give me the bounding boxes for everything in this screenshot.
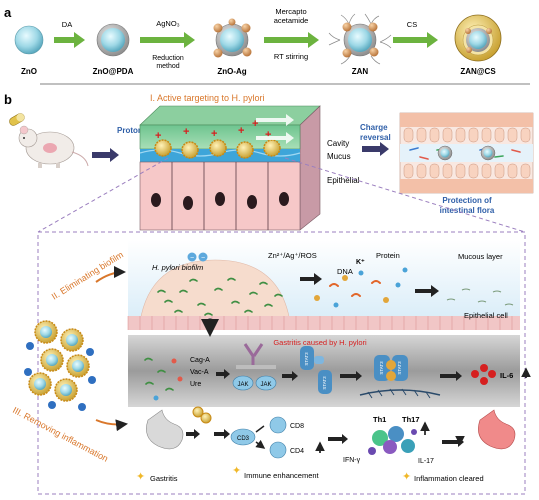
step-2-reagent: AgNO₃ (156, 19, 179, 28)
step-1-reagent: DA (62, 20, 72, 29)
svg-text:−: − (201, 255, 205, 262)
label-protein: Protein (376, 251, 400, 260)
stomach-tissue-block: + + + + + + (139, 105, 321, 231)
label-cd3: CD3 (237, 436, 250, 442)
label-immune-enhancement: Immune enhancement (244, 471, 320, 480)
sparkle-icon-gastritis: ✦ (136, 471, 145, 483)
label-th1: Th1 (373, 415, 386, 424)
stage-label-zno: ZnO (21, 67, 37, 76)
arrow-to-inflammation (95, 419, 128, 432)
stomach-healed (478, 409, 516, 450)
inflammation-scene (146, 406, 516, 459)
mouse-illustration (9, 113, 89, 168)
sparkle-icon-immune: ✦ (232, 465, 241, 477)
label-mucous-layer: Mucous layer (458, 252, 503, 261)
label-stat3-c: STAT3 (379, 361, 384, 375)
label-gastritis: Gastritis (150, 474, 178, 483)
svg-text:−: − (190, 255, 194, 262)
label-mucus: Mucus (327, 152, 351, 161)
stat3-group-1 (300, 346, 332, 394)
stage-zan-cs: ZAN@CS (454, 14, 502, 76)
step-4-reagent: CS (407, 20, 417, 29)
label-cd4: CD4 (290, 448, 304, 455)
stomach-inflamed (146, 409, 184, 450)
title-eliminating-biofilm: II. Eliminating biofilm (50, 249, 125, 301)
label-cd8: CD8 (290, 423, 304, 430)
biofilm-dome (139, 259, 291, 323)
svg-text:+: + (183, 126, 189, 138)
label-inflammation-cleared: Inflammation cleared (414, 474, 484, 483)
zoom-outline (37, 157, 526, 495)
label-stat3-a: STAT3 (304, 352, 309, 366)
panel-a: a ZnO ZnO@PDA ZnO-Ag (4, 5, 530, 85)
label-stat3-b: STAT3 (322, 376, 327, 390)
stage-zno-pda: ZnO@PDA (93, 23, 134, 76)
label-ifn: IFN-γ (343, 457, 361, 464)
biofilm-scene: − − (127, 240, 520, 330)
cd4-cell (269, 441, 287, 459)
intestine-box (399, 112, 534, 194)
cd3-cell (230, 428, 256, 446)
label-cavity: Cavity (327, 139, 349, 148)
arrow-to-biofilm (95, 266, 126, 283)
label-factor-ure: Ure (190, 381, 201, 388)
nanoparticles-in-mucus (154, 139, 281, 159)
sparkle-icon-cleared: ✦ (402, 471, 411, 483)
label-epithelial-cell: Epithelial cell (464, 311, 508, 320)
panel-b: b I. Active targeting to H. pylori Proto… (4, 92, 534, 495)
nanoparticle-cluster (24, 320, 96, 411)
label-ions: Zn²⁺/Ag⁺/ROS (268, 251, 317, 260)
arrow-step-2 (140, 32, 195, 48)
gastritis-band (128, 318, 531, 407)
cd8-cell (269, 416, 287, 434)
label-k-plus: K⁺ (356, 259, 365, 266)
label-stat3-d: STAT3 (397, 361, 402, 375)
svg-text:+: + (252, 118, 258, 130)
stage-zno-ag: ZnO-Ag (213, 18, 252, 76)
il6-dots (471, 364, 496, 385)
svg-text:+: + (265, 129, 271, 141)
arrow-biofilm-2 (415, 285, 439, 297)
label-biofilm: H. pylori biofilm (152, 263, 203, 272)
label-protonation: Protonation (117, 126, 162, 135)
label-factor-caga: Cag-A (190, 357, 210, 364)
jak-receptor (232, 343, 277, 391)
stage-zan: ZAN (328, 13, 392, 76)
panel-a-label: a (4, 5, 12, 20)
arrow-step-3 (264, 32, 319, 48)
label-dna: DNA (337, 267, 353, 276)
label-il17: IL-17 (418, 458, 434, 465)
label-epithelial: Epithelial (327, 176, 360, 185)
stage-label-zno-ag: ZnO-Ag (217, 67, 246, 76)
title-active-targeting: I. Active targeting to H. pylori (150, 93, 265, 103)
arrow-step-1 (54, 32, 85, 48)
svg-text:+: + (238, 125, 244, 137)
label-jak-left: JAK (237, 382, 248, 388)
stage-label-zan-cs: ZAN@CS (460, 67, 496, 76)
svg-text:+: + (211, 128, 217, 140)
cytokine-cluster (368, 426, 417, 455)
label-th17: Th17 (402, 415, 420, 424)
label-gastritis-caused: Gastritis caused by H. pylori (273, 338, 367, 347)
stage-zno: ZnO (14, 25, 44, 76)
arrow-charge-reversal (362, 142, 389, 156)
label-factor-vaca: Vac-A (190, 369, 209, 376)
stat3-dimer (374, 355, 408, 381)
arrow-step-4 (393, 32, 438, 48)
arrow-protonation (92, 148, 119, 162)
arrow-biofilm-1 (300, 273, 322, 285)
stage-label-zan: ZAN (352, 67, 369, 76)
step-3-condition: RT stirring (274, 52, 308, 61)
title-removing-inflammation: III. Removing inflammation (11, 405, 110, 464)
svg-text:+: + (155, 130, 161, 142)
panel-b-label: b (4, 92, 12, 107)
label-jak-right: JAK (260, 382, 271, 388)
stage-label-zno-pda: ZnO@PDA (93, 67, 134, 76)
label-il6: IL-6 (500, 371, 513, 380)
